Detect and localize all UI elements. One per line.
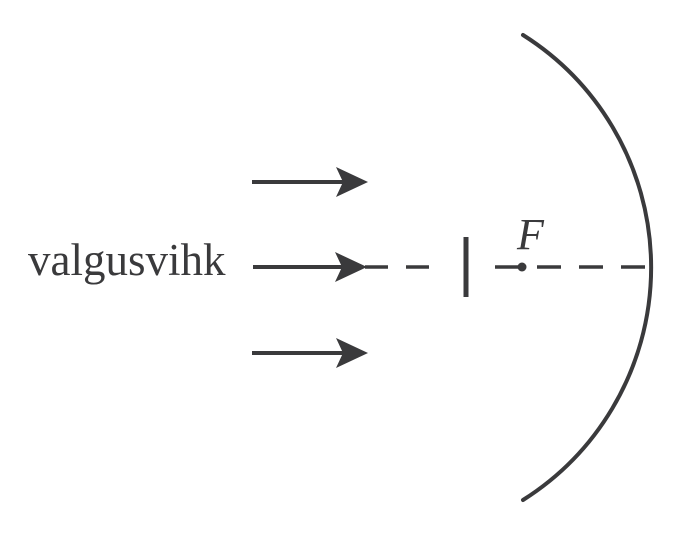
arrowhead-right-icon	[336, 338, 368, 368]
parallel-ray-middle	[253, 252, 367, 282]
parallel-ray-bottom	[252, 338, 368, 368]
focal-point-dot	[517, 262, 527, 272]
arrowhead-right-icon	[336, 167, 368, 197]
focal-point-label: F	[517, 210, 544, 259]
light-beam-label: valgusvihk	[28, 235, 226, 285]
parallel-ray-top	[252, 167, 368, 197]
arrowhead-right-icon	[335, 252, 367, 282]
concave-mirror-arc	[521, 33, 654, 502]
